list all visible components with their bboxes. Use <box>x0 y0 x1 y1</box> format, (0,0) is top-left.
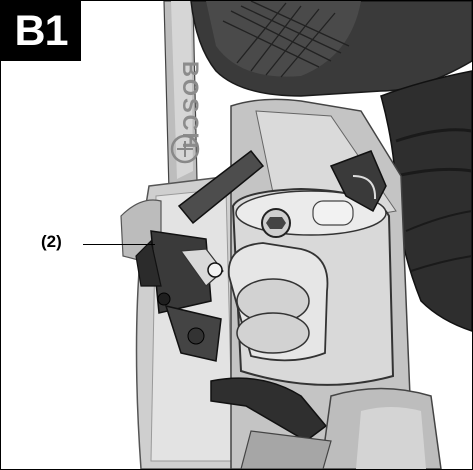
bottom-handle <box>210 377 442 469</box>
hose-clip <box>329 150 387 213</box>
callout-leader-line <box>83 244 155 245</box>
clamping-lever <box>135 149 265 362</box>
brand-emblem-icon <box>170 134 200 164</box>
callout-label-2: (2) <box>41 232 62 251</box>
screw-icon <box>207 262 223 278</box>
motor-housing <box>190 1 472 97</box>
dust-hose <box>380 70 472 332</box>
brand-arm: BOSCH <box>163 1 203 192</box>
pivot-block <box>227 187 395 386</box>
figure-label-badge: B1 <box>1 1 81 61</box>
